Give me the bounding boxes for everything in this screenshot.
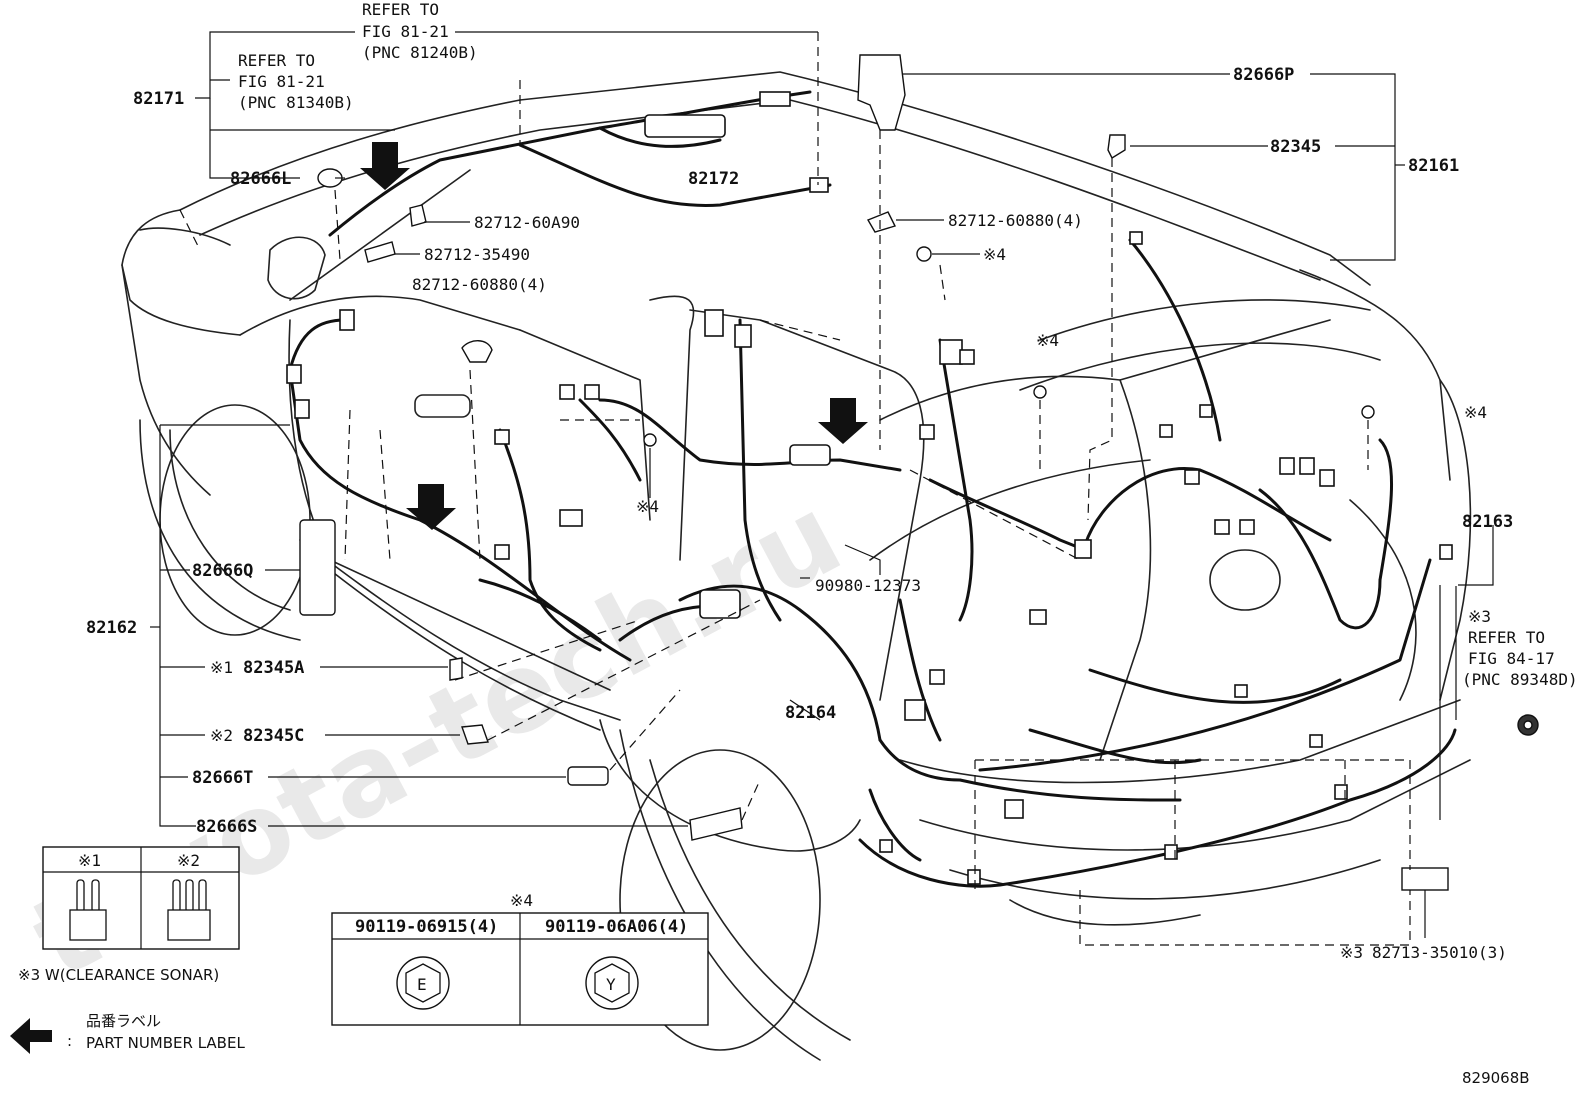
- variant-col1-header: ※1: [78, 851, 101, 870]
- label-82713-shape: [1401, 867, 1449, 891]
- refer-note-3-mark: ※3: [1468, 607, 1491, 626]
- legend: : 品番ラベル PART NUMBER LABEL: [10, 1012, 245, 1054]
- clip-82345c-shape: [461, 724, 489, 745]
- bracket-82666s-shape: [689, 807, 743, 841]
- bolt-head-y-letter: Y: [606, 975, 616, 994]
- bolt-head-y-icon: Y: [585, 956, 639, 1010]
- bolt-shape: [643, 433, 657, 447]
- figure-id: 829068B: [1462, 1069, 1530, 1087]
- arrow-down-icon: [818, 398, 868, 444]
- refer-note-2-line2: FIG 81-21: [238, 72, 325, 91]
- callout-82171: 82171: [133, 89, 184, 109]
- callout-90980-12373: 90980-12373: [815, 576, 921, 595]
- callout-82162: 82162: [86, 618, 137, 638]
- callout-82712-60880-rear: 82712-60880(4): [948, 211, 1083, 230]
- callout-mark4-d: ※4: [636, 497, 659, 516]
- bolt-shape: [1361, 405, 1375, 419]
- callout-82666P: 82666P: [1233, 65, 1294, 85]
- refer-note-1-line1: REFER TO: [362, 0, 439, 19]
- callout-82666T: 82666T: [192, 768, 253, 788]
- callout-labels: 82171 REFER TO FIG 81-21 (PNC 81240B) RE…: [86, 0, 1578, 962]
- refer-note-1-line3: (PNC 81240B): [362, 43, 478, 62]
- callout-82345: 82345: [1270, 137, 1321, 157]
- part-shapes: [299, 54, 1539, 891]
- callout-82713-mark: ※3: [1340, 943, 1363, 962]
- refer-note-2-line3: (PNC 81340B): [238, 93, 354, 112]
- bracket-82666q-shape: [299, 519, 336, 616]
- bolt-table-mark: ※4: [510, 891, 533, 910]
- bolt-head-e-icon: E: [396, 956, 450, 1010]
- clamp-35490-shape: [364, 241, 396, 263]
- callout-mark4-b: ※4: [1036, 331, 1059, 350]
- clamp-60880-front-shape: [461, 340, 493, 363]
- leader-lines: [150, 31, 1494, 938]
- clip-82345-shape: [1107, 134, 1126, 159]
- refer-note-2-line1: REFER TO: [238, 51, 315, 70]
- legend-label-en: PART NUMBER LABEL: [86, 1034, 245, 1052]
- vehicle-body-outline: [121, 71, 1472, 1061]
- harness-connectors: [286, 91, 1453, 885]
- bolt-col2-header: 90119-06A06(4): [545, 917, 688, 937]
- part-number-label-arrows: [360, 142, 868, 530]
- callout-82713: 82713-35010(3): [1372, 943, 1507, 962]
- dashed-reference-lines: [179, 32, 1411, 946]
- wire-harness-bundle: [288, 90, 1457, 888]
- callout-82161: 82161: [1408, 156, 1459, 176]
- bolt-shape: [916, 246, 932, 262]
- callout-82712-60A90: 82712-60A90: [474, 213, 580, 232]
- callout-82666Q: 82666Q: [192, 561, 253, 581]
- refer-note-3-line3: (PNC 89348D): [1462, 670, 1578, 689]
- clamp-60880-rear-shape: [866, 211, 896, 233]
- bolt-table: ※4 90119-06915(4) 90119-06A06(4) E Y: [331, 891, 709, 1026]
- legend-label-jp: 品番ラベル: [86, 1012, 161, 1030]
- callout-82345A-mark: ※1: [210, 658, 233, 677]
- callout-mark4-c: ※4: [1464, 403, 1487, 422]
- arrow-down-icon: [360, 142, 410, 190]
- callout-mark4-a: ※4: [983, 245, 1006, 264]
- bolt-head-e-letter: E: [417, 975, 427, 994]
- variant-footnote: ※3 W(CLEARANCE SONAR): [18, 966, 219, 984]
- legend-separator: :: [67, 1032, 72, 1050]
- bolt-shape: [1033, 385, 1047, 399]
- arrow-left-icon: [10, 1018, 52, 1054]
- clip-two-prong-icon: [69, 879, 107, 941]
- bracket-82666t-shape: [567, 766, 609, 786]
- callout-82164: 82164: [785, 703, 836, 723]
- bracket-82666p-shape: [857, 54, 906, 131]
- callout-82345C: 82345C: [243, 726, 304, 746]
- callout-82345C-mark: ※2: [210, 726, 233, 745]
- clamp-60a90-shape: [409, 204, 427, 227]
- variant-table: ※1 ※2 ※3 W(CLEARANCE SONAR): [18, 846, 240, 984]
- clip-82345a-shape: [449, 657, 463, 681]
- callout-82345A: 82345A: [243, 658, 304, 678]
- bolt-col1-header: 90119-06915(4): [355, 917, 498, 937]
- clip-three-prong-icon: [167, 879, 211, 941]
- callout-82172: 82172: [688, 169, 739, 189]
- callout-82666L: 82666L: [230, 169, 291, 189]
- callout-82712-60880-front: 82712-60880(4): [412, 275, 547, 294]
- refer-note-3-line1: REFER TO: [1468, 628, 1545, 647]
- callout-82712-35490: 82712-35490: [424, 245, 530, 264]
- refer-note-3-line2: FIG 84-17: [1468, 649, 1555, 668]
- callout-82666S: 82666S: [196, 817, 257, 837]
- variant-col2-header: ※2: [177, 851, 200, 870]
- arrow-down-icon: [406, 484, 456, 530]
- refer-note-1-line2: FIG 81-21: [362, 22, 449, 41]
- callout-82163: 82163: [1462, 512, 1513, 532]
